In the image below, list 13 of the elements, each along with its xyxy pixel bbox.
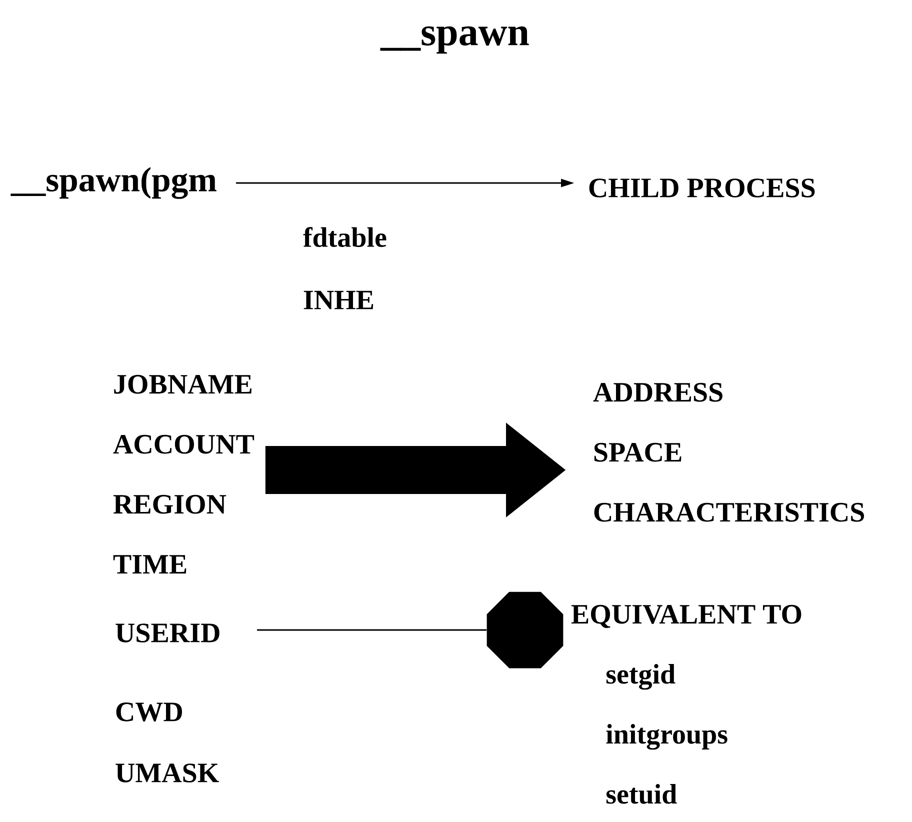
- function-call: __spawn(pgm: [10, 167, 216, 199]
- connector-line: [257, 629, 487, 631]
- note-text: EQUIVALENT TO setgid initgroups setuid: [571, 604, 802, 804]
- process-label: CHILD PROCESS: [589, 178, 815, 198]
- parameter-label: USERID: [116, 624, 220, 642]
- octagon-shape: [486, 592, 564, 668]
- parameter-list: JOBNAME ACCOUNT REGION TIME: [113, 374, 254, 574]
- label: fdtable: [303, 227, 386, 247]
- label: UMASK: [116, 764, 219, 782]
- label: INHE: [304, 290, 374, 310]
- label: CWD: [116, 702, 182, 722]
- title: __spawn: [380, 26, 529, 54]
- result-label: ADDRESS SPACE CHARACTERISTICS: [593, 382, 864, 522]
